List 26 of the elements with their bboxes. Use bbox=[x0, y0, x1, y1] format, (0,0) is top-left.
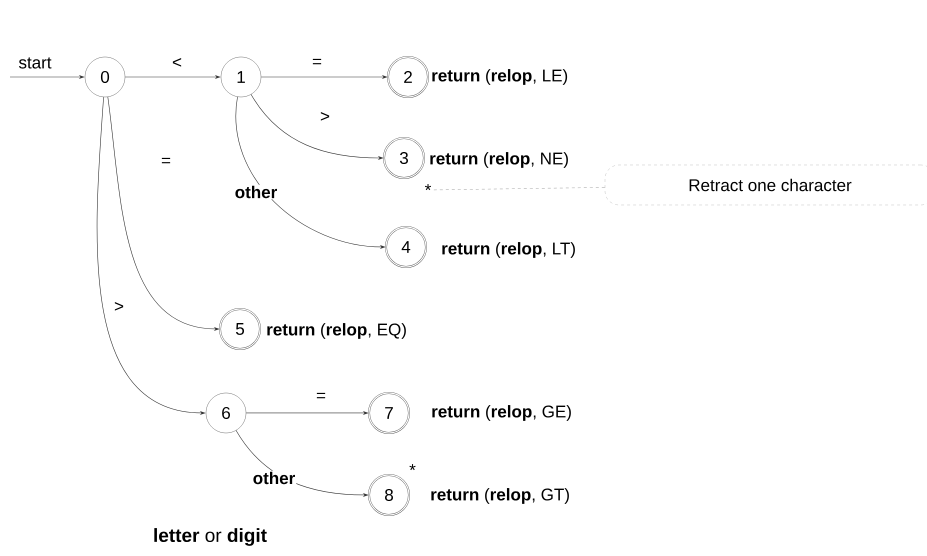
edge-label: other bbox=[234, 184, 278, 200]
return-text: return (relop, GT) bbox=[431, 488, 569, 504]
asterisk: * bbox=[424, 184, 432, 190]
leader-line bbox=[432, 187, 606, 190]
edge-label: = bbox=[160, 156, 172, 168]
accept-state: 7 bbox=[368, 392, 410, 434]
accept-state: 4 bbox=[385, 226, 427, 268]
edge-label: other bbox=[252, 470, 296, 486]
return-text: return (relop, LT) bbox=[442, 242, 575, 258]
edge-label: = bbox=[311, 58, 323, 68]
accept-state: 3 bbox=[383, 137, 425, 179]
accept-state: 2 bbox=[387, 56, 429, 98]
edge-label: > bbox=[113, 301, 125, 313]
return-text: return (relop, EQ) bbox=[267, 323, 406, 339]
edge-label: start bbox=[17, 56, 53, 70]
accept-state: 8 bbox=[368, 474, 410, 516]
edge-label: < bbox=[171, 57, 183, 69]
accept-state: 5 bbox=[219, 308, 261, 350]
note-label: letter or digit bbox=[154, 528, 267, 546]
edge-label: > bbox=[319, 111, 331, 123]
return-text: return (relop, GE) bbox=[432, 405, 571, 421]
callout-bubble: Retract one character bbox=[604, 164, 927, 206]
edge-label: = bbox=[315, 392, 327, 402]
asterisk: * bbox=[409, 464, 416, 470]
return-text: return (relop, NE) bbox=[430, 152, 568, 168]
return-text: return (relop, LE) bbox=[432, 69, 568, 85]
